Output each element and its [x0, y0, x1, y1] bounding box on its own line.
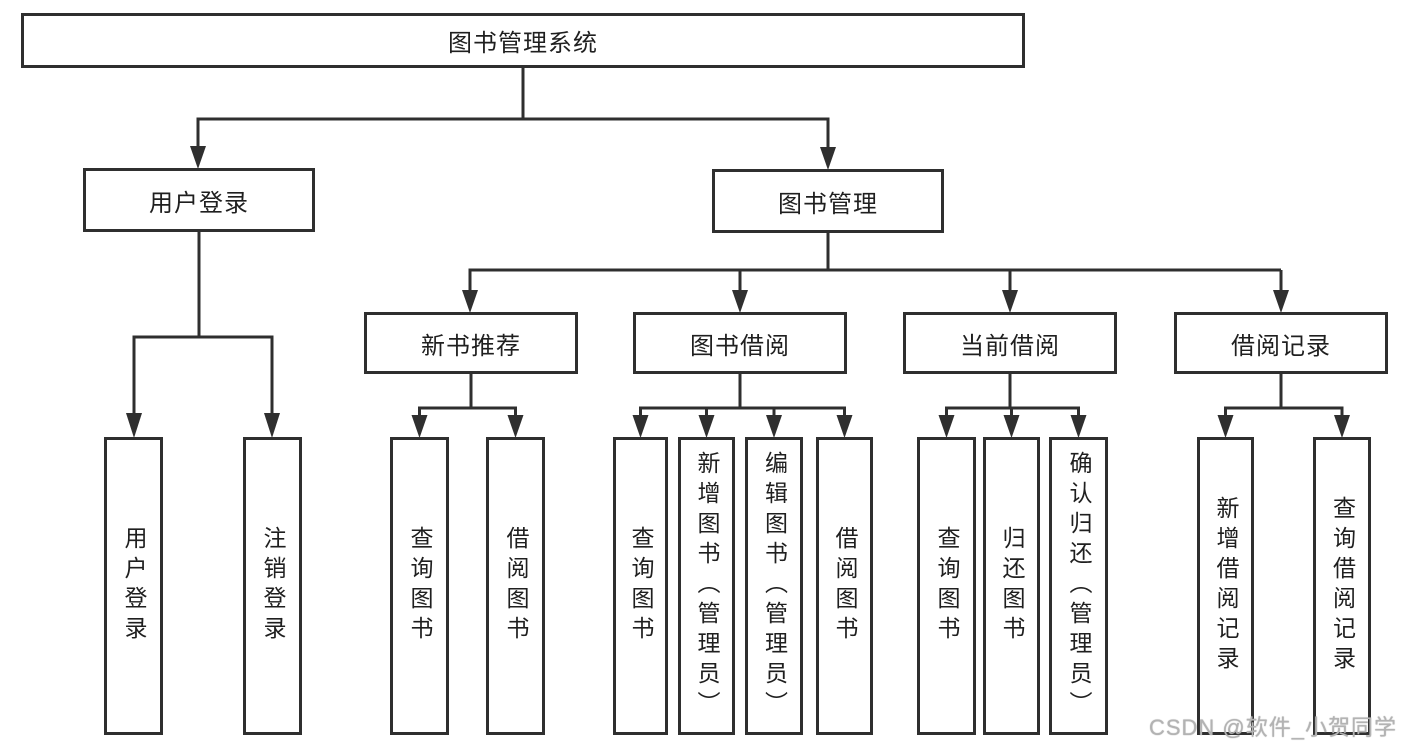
leaf-return-books: 归还图书	[983, 437, 1040, 735]
leaf-edit-books-admin: 编辑图书（管理员）	[745, 437, 803, 735]
node-label: 查询图书	[934, 526, 960, 646]
csdn-watermark: CSDN @软件_小贺同学	[1148, 715, 1397, 740]
node-label: 图书借阅	[690, 332, 790, 360]
leaf-query-books-3: 查询图书	[917, 437, 976, 735]
node-label: 当前借阅	[960, 332, 1060, 360]
leaf-add-borrow-record: 新增借阅记录	[1197, 437, 1254, 735]
node-new-book-recommend: 新书推荐	[364, 312, 578, 374]
node-book-borrow: 图书借阅	[633, 312, 847, 374]
node-label: 归还图书	[999, 526, 1025, 646]
arrowhead-icons	[126, 146, 1350, 438]
node-current-borrow: 当前借阅	[903, 312, 1117, 374]
node-label: 图书管理	[778, 190, 878, 218]
node-label: 新书推荐	[421, 332, 521, 360]
leaf-confirm-return-admin: 确认归还（管理员）	[1049, 437, 1108, 735]
node-root-library-system: 图书管理系统	[21, 13, 1025, 68]
node-label: 借阅记录	[1231, 332, 1331, 360]
node-label: 确认归还（管理员）	[1066, 451, 1092, 721]
leaf-user-login: 用户登录	[104, 437, 163, 735]
node-label: 用户登录	[149, 189, 249, 217]
node-label: 编辑图书（管理员）	[761, 451, 788, 721]
node-label: 图书管理系统	[448, 30, 598, 57]
node-book-management: 图书管理	[712, 169, 944, 233]
leaf-query-borrow-record: 查询借阅记录	[1313, 437, 1371, 735]
leaf-add-books-admin: 新增图书（管理员）	[678, 437, 735, 735]
node-label: 用户登录	[121, 526, 147, 646]
node-user-login: 用户登录	[83, 168, 315, 232]
node-label: 借阅图书	[832, 526, 858, 646]
leaf-query-books-2: 查询图书	[613, 437, 668, 735]
node-label: 查询图书	[628, 526, 654, 646]
leaf-borrow-books-1: 借阅图书	[486, 437, 545, 735]
node-borrow-records: 借阅记录	[1174, 312, 1388, 374]
node-label: 注销登录	[260, 526, 286, 646]
node-label: 借阅图书	[503, 526, 529, 646]
node-label: 新增借阅记录	[1213, 496, 1239, 676]
leaf-borrow-books-2: 借阅图书	[816, 437, 873, 735]
node-label: 新增图书（管理员）	[694, 451, 720, 721]
node-label: 查询借阅记录	[1329, 496, 1356, 676]
leaf-logout: 注销登录	[243, 437, 302, 735]
leaf-query-books-1: 查询图书	[390, 437, 449, 735]
node-label: 查询图书	[407, 526, 433, 646]
